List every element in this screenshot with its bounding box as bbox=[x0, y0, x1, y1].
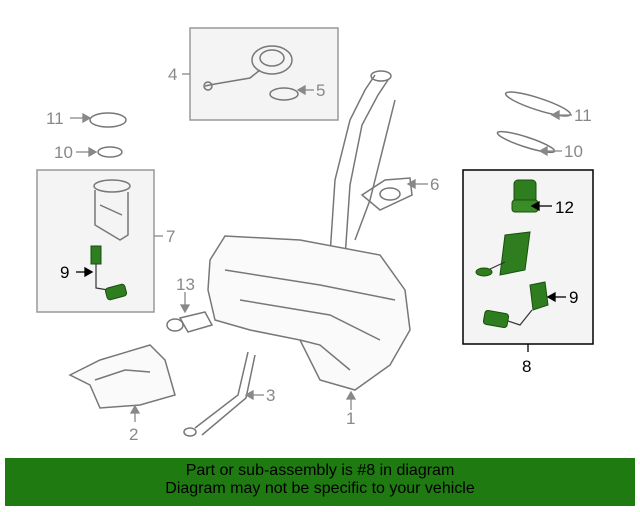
banner-line-1: Part or sub-assembly is #8 in diagram bbox=[185, 462, 455, 479]
callout-part-4: 4 bbox=[168, 65, 177, 84]
callout-part-7: 7 bbox=[166, 227, 175, 246]
callout-part-11-right: 11 bbox=[574, 106, 592, 125]
callout-part-13: 13 bbox=[176, 275, 195, 294]
fuel-cap-part[interactable] bbox=[203, 45, 293, 91]
info-banner: Part or sub-assembly is #8 in diagram Di… bbox=[0, 458, 640, 512]
callout-part-5: 5 bbox=[316, 81, 325, 100]
fuel-pump-module-part[interactable] bbox=[475, 231, 531, 277]
left-seal-ring-11-part[interactable] bbox=[89, 112, 127, 128]
callout-part-9-left: 9 bbox=[60, 263, 69, 282]
fuel-tank-part[interactable] bbox=[207, 235, 411, 391]
callout-part-3: 3 bbox=[266, 386, 275, 405]
left-pump-housing-part[interactable] bbox=[93, 179, 131, 241]
banner-line-2: Diagram may not be specific to your vehi… bbox=[165, 480, 475, 497]
fuel-cap-gasket-part[interactable] bbox=[269, 87, 299, 101]
callout-part-11-left: 11 bbox=[46, 109, 64, 128]
filler-neck-part[interactable] bbox=[329, 70, 396, 259]
filler-trim-part[interactable] bbox=[360, 177, 413, 211]
right-fuel-level-sender-part[interactable] bbox=[482, 281, 549, 329]
info-banner-body: Part or sub-assembly is #8 in diagram Di… bbox=[5, 458, 635, 506]
pressure-regulator-part[interactable] bbox=[511, 179, 539, 213]
heat-shield-part[interactable] bbox=[68, 344, 176, 409]
callout-part-6: 6 bbox=[430, 175, 439, 194]
callout-part-8: 8 bbox=[522, 357, 531, 376]
callout-part-10-left: 10 bbox=[54, 143, 73, 162]
leader-lines bbox=[70, 73, 572, 422]
parts-diagram: 4 5 11 10 11 10 6 7 9 12 9 8 13 3 1 2 bbox=[36, 27, 594, 444]
vent-valve-part[interactable] bbox=[166, 311, 214, 333]
left-fuel-level-sender-part[interactable] bbox=[90, 245, 128, 301]
left-seal-ring-10-part[interactable] bbox=[97, 146, 123, 158]
callout-part-10-right: 10 bbox=[564, 142, 583, 161]
tank-strap-part[interactable] bbox=[183, 351, 256, 437]
fuel-cap-group-box bbox=[189, 27, 339, 121]
callout-part-12: 12 bbox=[555, 198, 574, 217]
assembly-leader-lines bbox=[76, 200, 566, 352]
callout-part-2: 2 bbox=[129, 425, 138, 444]
callout-part-1: 1 bbox=[346, 409, 355, 428]
callout-part-9-right: 9 bbox=[569, 288, 578, 307]
